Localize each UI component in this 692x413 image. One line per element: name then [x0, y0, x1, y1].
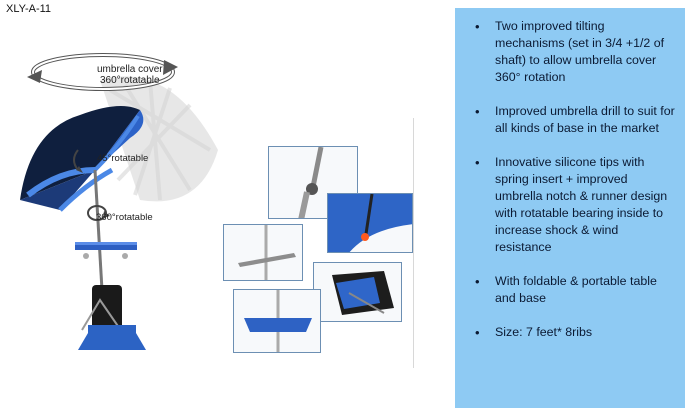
cover-rotation-label: umbrella cover 360°rotatable [97, 64, 163, 86]
cover-label-line2: 360°rotatable [99, 75, 160, 86]
carry-bag-image [332, 271, 394, 315]
umbrella-canopy [20, 106, 144, 212]
detail-photo-tips [327, 193, 413, 253]
detail-photo-drill [223, 224, 303, 281]
drill-image [238, 225, 296, 280]
tilt-joint-image [298, 147, 324, 218]
model-code: XLY-A-11 [6, 3, 52, 15]
feature-item: Innovative silicone tips with spring ins… [455, 154, 685, 256]
feature-item: With foldable & portable table and base [455, 273, 685, 307]
feature-item: Size: 7 feet* 8ribs [455, 324, 685, 341]
umbrella-illustration [20, 53, 218, 350]
detail-photo-table [233, 289, 321, 353]
cover-label-line1: umbrella cover [97, 64, 163, 75]
umbrella-pole [93, 169, 104, 291]
divider-line [413, 118, 414, 368]
silicone-tip-image [328, 194, 412, 252]
tilt-45-label: 45°rotatable [97, 153, 149, 164]
feature-panel: Two improved tilting mechanisms (set in … [455, 8, 685, 408]
feature-item: Two improved tilting mechanisms (set in … [455, 18, 685, 86]
detail-photo-bag [313, 262, 402, 322]
feature-list: Two improved tilting mechanisms (set in … [455, 18, 685, 341]
side-table [75, 242, 137, 259]
tilt-arrow [73, 149, 79, 171]
rotation-arrow-top [27, 53, 178, 91]
pole-rotation-arrow [87, 205, 110, 221]
pole-360-label: 360°rotatable [96, 212, 153, 223]
feature-item: Improved umbrella drill to suit for all … [455, 103, 685, 137]
umbrella-base [78, 285, 146, 350]
table-image [244, 290, 312, 352]
